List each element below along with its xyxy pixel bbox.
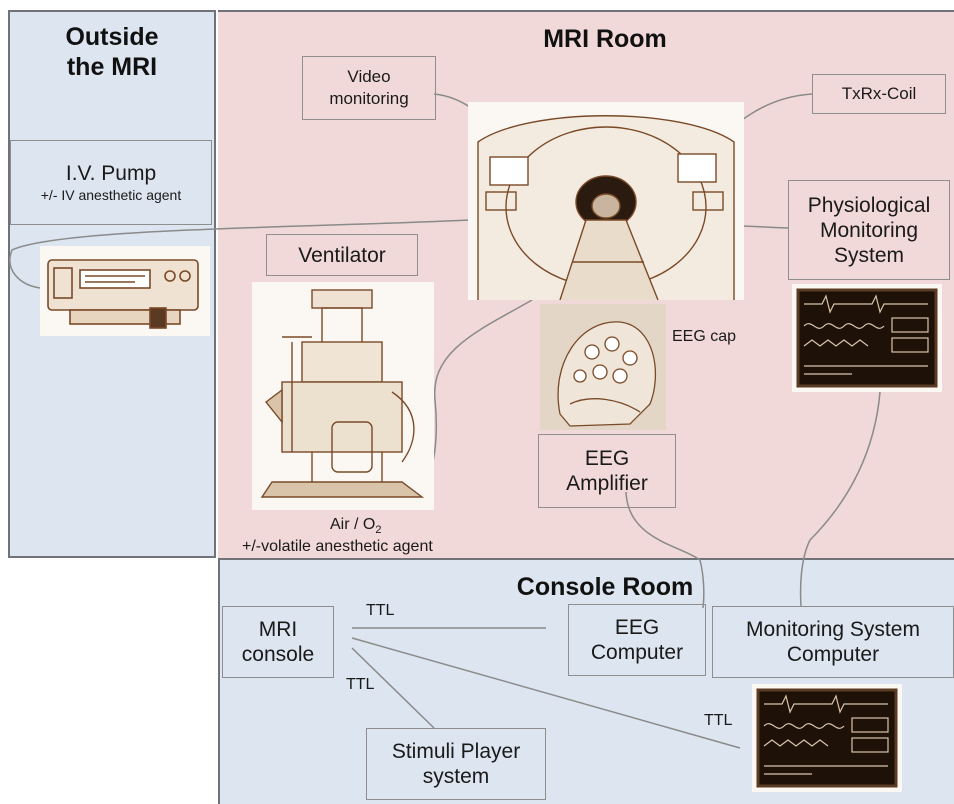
iv-pump-image <box>40 246 210 336</box>
txrx-coil-box: TxRx-Coil <box>812 74 946 114</box>
outside-title: Outside the MRI <box>65 23 159 81</box>
o2-subscript: 2 <box>375 524 382 537</box>
mri-console-box: MRI console <box>222 606 334 678</box>
eeg-cap-icon <box>540 304 666 430</box>
iv-pump-title: I.V. Pump <box>65 161 157 185</box>
physio-monitor-image <box>792 284 942 392</box>
video-monitoring-label: Video monitoring <box>329 67 409 108</box>
monitor-screen-icon <box>756 688 898 788</box>
eeg-amplifier-label: EEG Amplifier <box>566 447 648 495</box>
amp-to-eeg-computer-line <box>625 491 705 609</box>
eeg-amplifier-box: EEG Amplifier <box>538 434 676 508</box>
eeg-computer-box: EEG Computer <box>568 604 706 676</box>
stimuli-player-label: Stimuli Player system <box>391 740 521 788</box>
volatile-agent-label: +/-volatile anesthetic agent <box>242 538 433 555</box>
mri-scanner-icon <box>477 115 735 300</box>
iv-pump-box: I.V. Pump +/- IV anesthetic agent <box>10 140 212 225</box>
ventilator-box: Ventilator <box>266 234 418 276</box>
ttl-label-monitor: TTL <box>704 712 733 729</box>
monitor-screen-icon <box>796 288 938 388</box>
pump-to-scanner-line <box>9 219 471 289</box>
video-monitoring-box: Video monitoring <box>302 56 436 120</box>
txrx-coil-label: TxRx-Coil <box>841 84 917 103</box>
iv-pump-subtitle: +/- IV anesthetic agent <box>40 186 182 203</box>
ttl-label-eeg: TTL <box>366 602 395 619</box>
physio-monitoring-box: Physiological Monitoring System <box>788 180 950 280</box>
console-monitor-image <box>752 684 902 792</box>
air-o2-text: Air / O <box>330 516 376 533</box>
infusion-pump-icon <box>47 259 199 329</box>
ttl-label-stimuli: TTL <box>346 676 375 693</box>
eeg-computer-label: EEG Computer <box>590 616 684 664</box>
stimuli-player-box: Stimuli Player system <box>366 728 546 800</box>
ventilator-label: Ventilator <box>298 243 386 267</box>
mri-room-title: MRI Room <box>543 25 667 53</box>
ttl-console-stimuli-line <box>351 647 435 729</box>
physio-monitoring-label: Physiological Monitoring System <box>807 193 931 267</box>
ventilator-image <box>252 282 434 510</box>
monitoring-computer-label: Monitoring System Computer <box>746 618 920 666</box>
mri-console-label: MRI console <box>241 618 315 666</box>
physio-to-monitor-computer-line <box>799 391 881 607</box>
air-o2-label: Air / O2 <box>330 516 381 536</box>
ttl-console-monitor-line <box>351 637 741 749</box>
mri-scanner-image <box>468 102 744 300</box>
eeg-cap-label: EEG cap <box>672 328 737 345</box>
eeg-cap-image <box>540 304 666 430</box>
ventilator-to-scanner-line <box>419 299 533 501</box>
ventilator-icon <box>260 289 425 498</box>
monitoring-computer-box: Monitoring System Computer <box>712 606 954 678</box>
console-room-title: Console Room <box>516 573 694 601</box>
